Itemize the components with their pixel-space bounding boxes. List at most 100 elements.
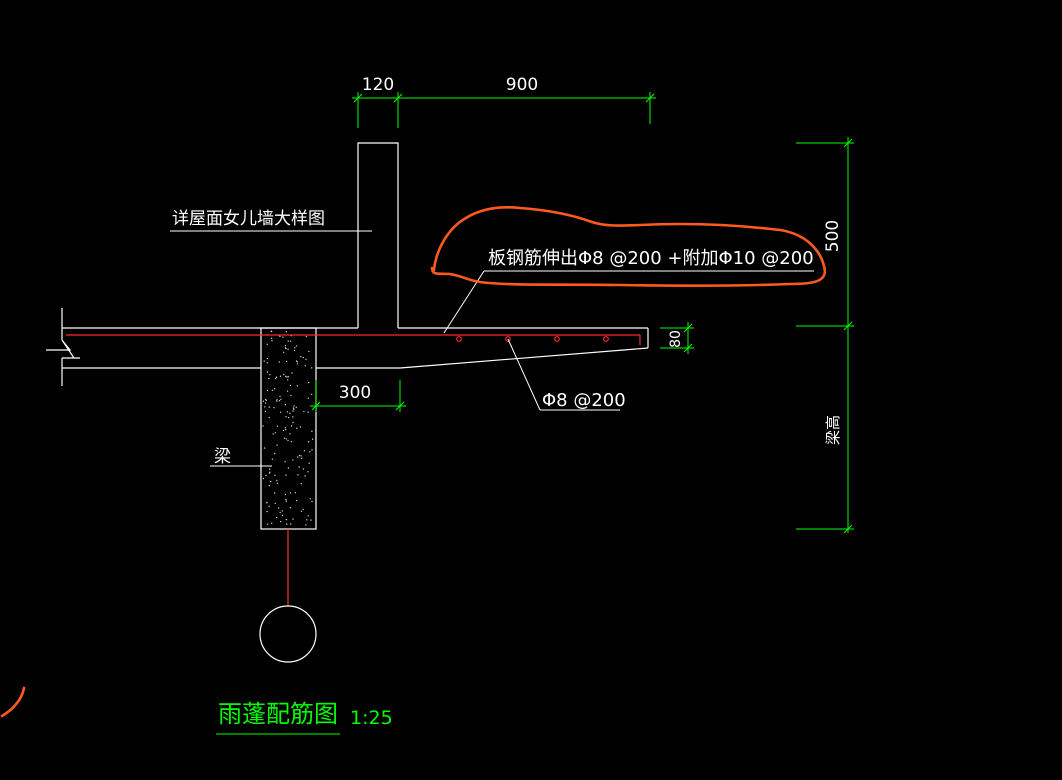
concrete-speckle xyxy=(290,425,293,427)
concrete-speckle xyxy=(281,510,283,512)
concrete-speckle xyxy=(285,474,287,476)
concrete-speckle xyxy=(295,406,297,408)
drawing-scale: 1:25 xyxy=(350,707,393,729)
concrete-speckle xyxy=(302,356,304,359)
concrete-speckle xyxy=(276,400,278,402)
beam-concrete-hatch xyxy=(262,330,314,526)
concrete-speckle xyxy=(296,385,298,387)
concrete-speckle xyxy=(276,425,278,427)
concrete-speckle xyxy=(303,450,306,452)
concrete-speckle xyxy=(290,440,293,443)
concrete-speckle xyxy=(300,455,302,457)
distribution-rebar-label: Φ8 @200 xyxy=(542,390,626,411)
concrete-speckle xyxy=(311,438,314,440)
dim-tick-5 xyxy=(843,321,853,331)
concrete-speckle xyxy=(293,408,295,410)
dim-tick-4 xyxy=(843,138,853,148)
concrete-speckle xyxy=(304,475,306,477)
structure-outline xyxy=(46,142,649,663)
concrete-speckle xyxy=(266,502,268,504)
dim-tick-10 xyxy=(395,401,405,411)
concrete-speckle xyxy=(282,336,284,338)
dim-tick-7 xyxy=(683,323,693,333)
concrete-speckle xyxy=(271,340,273,342)
concrete-speckle xyxy=(263,447,266,449)
dim-tick-9 xyxy=(311,401,321,411)
concrete-speckle xyxy=(309,498,311,500)
concrete-speckle xyxy=(271,458,274,460)
concrete-speckle xyxy=(293,405,295,407)
leader-lines xyxy=(170,230,814,467)
corner-stroke xyxy=(0,686,26,718)
concrete-speckle xyxy=(283,437,286,439)
concrete-speckle xyxy=(264,406,266,408)
concrete-speckle xyxy=(296,363,299,365)
concrete-speckle xyxy=(285,416,287,418)
concrete-speckle xyxy=(264,402,267,404)
concrete-speckle xyxy=(296,499,298,502)
dim-tick-6 xyxy=(843,524,853,534)
concrete-speckle xyxy=(298,466,300,468)
concrete-speckle xyxy=(285,375,287,378)
concrete-speckle xyxy=(305,524,307,526)
concrete-speckle xyxy=(311,430,313,432)
concrete-speckle xyxy=(279,375,282,377)
concrete-speckle xyxy=(266,510,268,513)
concrete-speckle xyxy=(289,340,292,342)
concrete-speckle xyxy=(305,335,308,338)
concrete-speckle xyxy=(291,372,293,374)
concrete-speckle xyxy=(279,335,281,338)
concrete-speckle xyxy=(289,507,292,509)
concrete-speckle xyxy=(297,474,299,476)
concrete-speckle xyxy=(287,379,289,381)
dim-tick-8 xyxy=(683,343,693,353)
concrete-speckle xyxy=(282,351,285,353)
concrete-speckle xyxy=(307,441,310,443)
concrete-speckle xyxy=(285,360,288,363)
concrete-speckle xyxy=(283,373,285,376)
concrete-speckle xyxy=(302,508,304,511)
concrete-speckle xyxy=(268,505,270,507)
concrete-speckle xyxy=(307,411,309,413)
concrete-speckle xyxy=(275,516,278,519)
concrete-speckle xyxy=(266,357,269,360)
concrete-speckle xyxy=(308,462,310,464)
concrete-speckle xyxy=(270,330,273,333)
concrete-speckle xyxy=(275,376,278,378)
concrete-speckle xyxy=(310,519,312,521)
concrete-speckle xyxy=(274,377,277,380)
concrete-speckle xyxy=(289,492,292,494)
concrete-speckle xyxy=(264,410,267,413)
dim-wall-height: 500 xyxy=(823,220,843,252)
concrete-speckle xyxy=(308,381,310,384)
concrete-speckle xyxy=(286,390,289,392)
concrete-speckle xyxy=(286,523,288,525)
concrete-speckle xyxy=(274,502,276,505)
concrete-speckle xyxy=(289,433,291,435)
canopy-underside xyxy=(399,347,649,369)
concrete-speckle xyxy=(294,347,296,349)
concrete-speckle xyxy=(296,427,298,429)
drawing-title: 雨蓬配筋图 xyxy=(218,700,338,728)
concrete-speckle xyxy=(284,427,287,429)
concrete-speckle xyxy=(269,471,271,473)
concrete-speckle xyxy=(284,345,287,347)
concrete-speckle xyxy=(284,347,287,349)
concrete-speckle xyxy=(293,349,296,352)
rebar-dot-2 xyxy=(505,336,511,342)
concrete-speckle xyxy=(285,498,287,501)
concrete-speckle xyxy=(287,416,290,419)
concrete-speckle xyxy=(311,393,313,396)
slab-rebar-label: 板钢筋伸出Φ8 @200 +附加Φ10 @200 xyxy=(488,248,814,269)
distribution-leader xyxy=(507,338,541,411)
concrete-speckle xyxy=(268,485,271,487)
dimension-lines xyxy=(216,92,854,735)
concrete-speckle xyxy=(271,522,273,524)
concrete-speckle xyxy=(311,500,313,503)
rebar-dot-3 xyxy=(554,336,560,342)
concrete-speckle xyxy=(265,474,267,477)
concrete-speckle xyxy=(299,426,302,428)
concrete-speckle xyxy=(274,432,277,434)
concrete-speckle xyxy=(277,507,280,509)
